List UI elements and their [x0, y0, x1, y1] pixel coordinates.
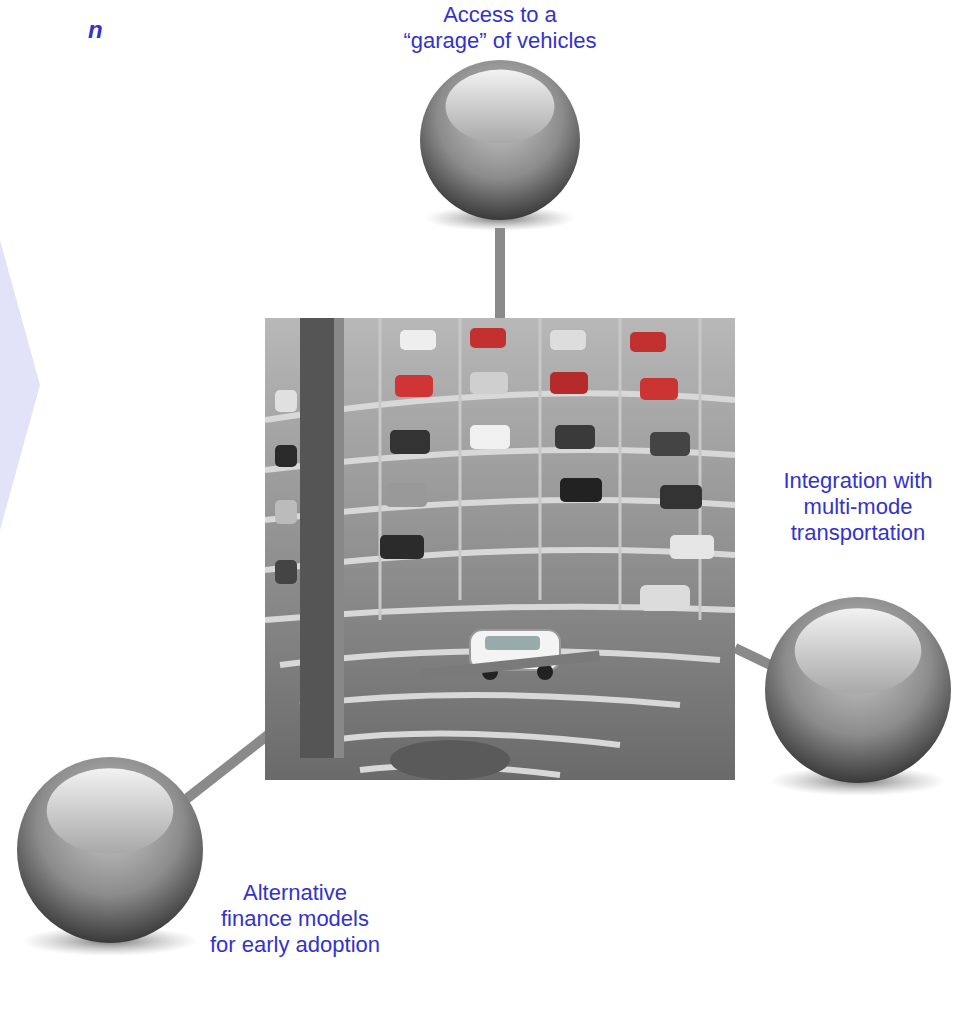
connector-bar: [495, 228, 505, 318]
sphere: [10, 750, 410, 1014]
sphere-node: Access to a “garage” of vehicles: [360, 0, 640, 300]
connector-bar: [185, 735, 268, 800]
sphere-label: Alternative finance models for early ado…: [207, 750, 383, 958]
sphere-label: Integration with multi-mode transportati…: [778, 460, 938, 546]
car-tower-photo: [265, 318, 735, 780]
sphere-node: Alternative finance models for early ado…: [10, 750, 410, 1014]
chevron: [0, 240, 40, 530]
sphere-node: Integration with multi-mode transportati…: [740, 460, 966, 840]
fragment-text: n: [88, 16, 103, 44]
sphere-label: Access to a “garage” of vehicles: [401, 0, 599, 54]
